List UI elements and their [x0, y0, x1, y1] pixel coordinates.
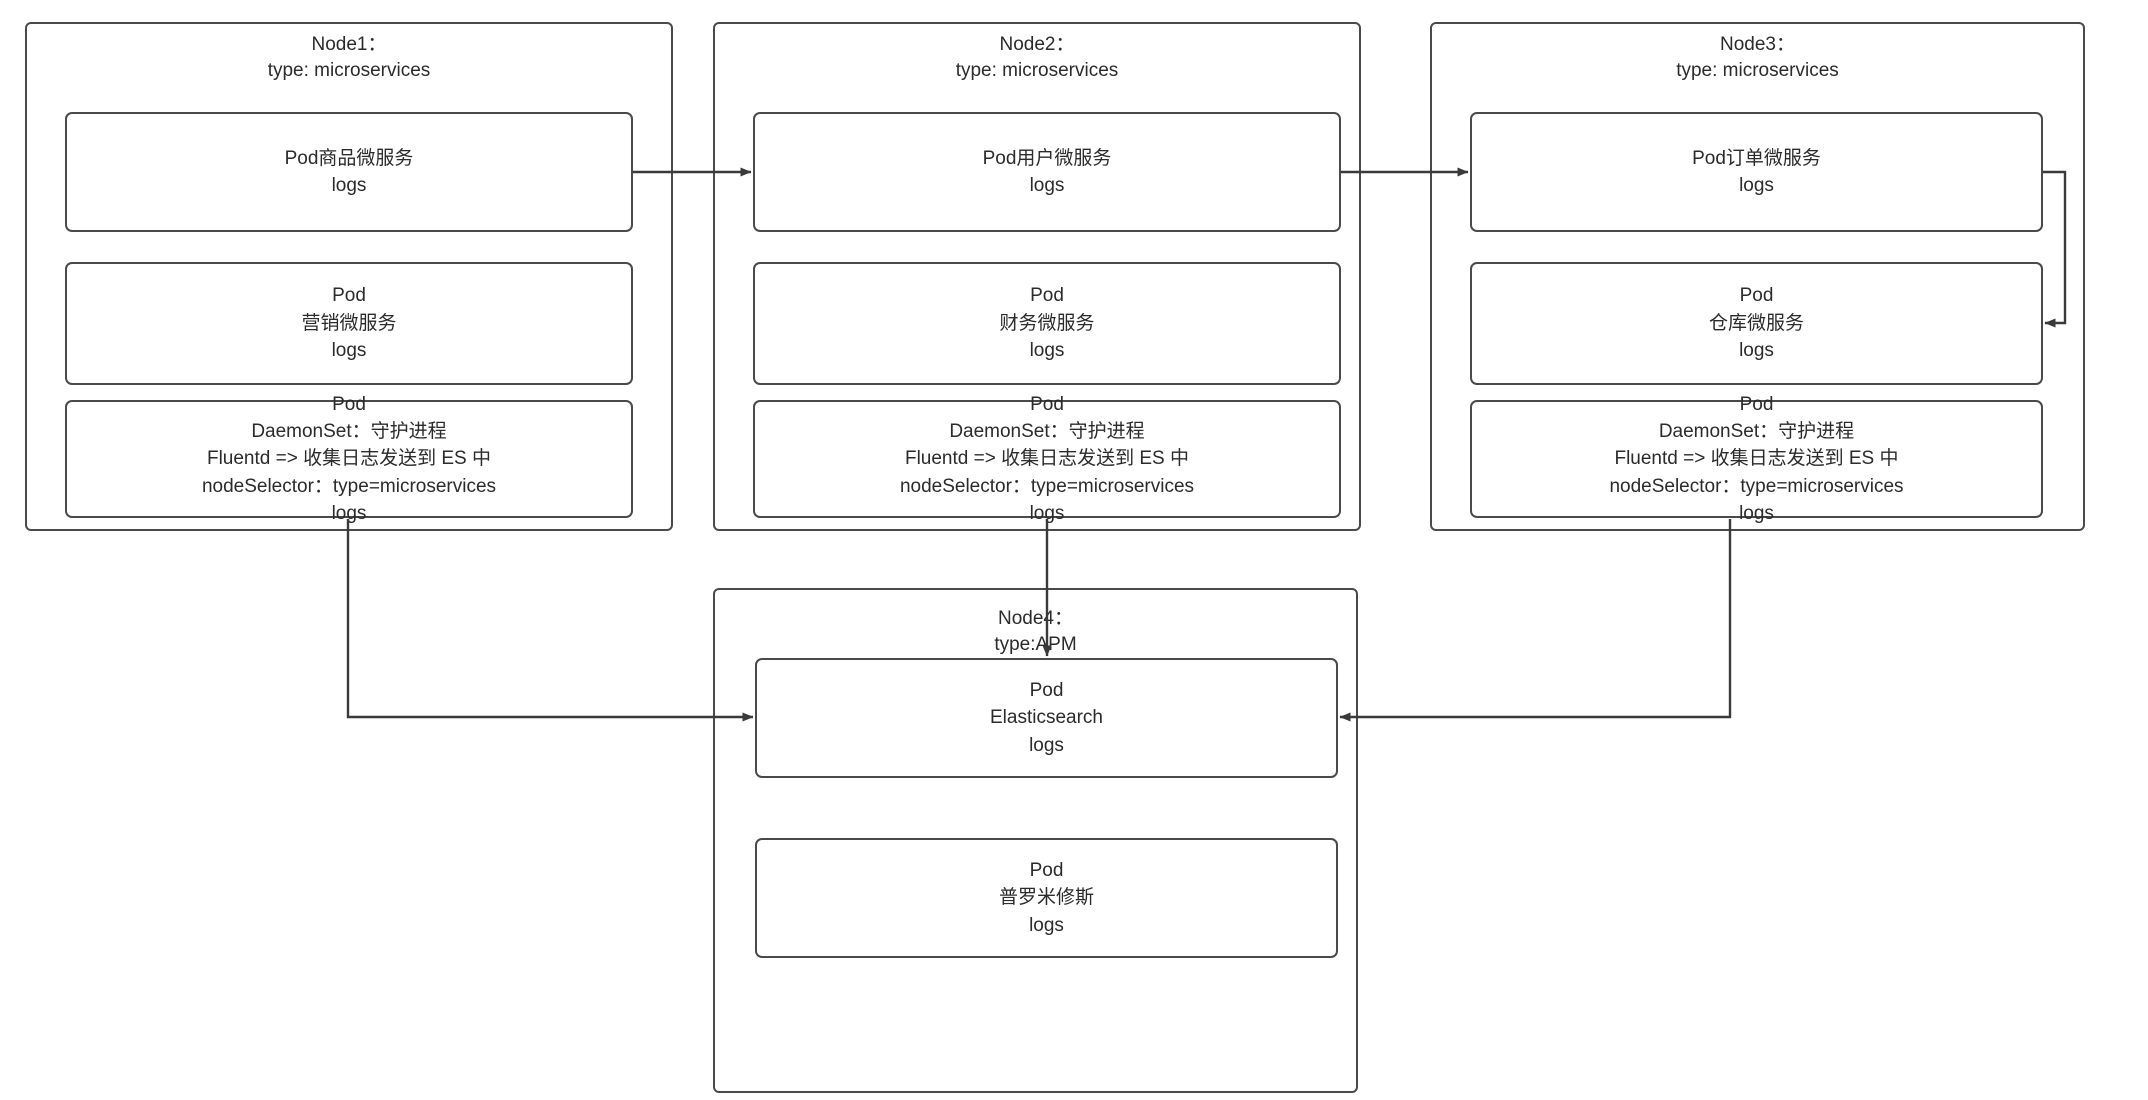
- pod-node2-user[interactable]: Pod用户微服务 logs: [753, 112, 1341, 232]
- pod-label-node2-finance: Pod 财务微服务 logs: [999, 285, 1095, 362]
- pod-node3-order[interactable]: Pod订单微服务 logs: [1470, 112, 2043, 232]
- node-title-node4: Node4： type:APM: [994, 608, 1077, 656]
- pod-label-node1-product: Pod商品微服务 logs: [284, 147, 414, 196]
- pod-node1-marketing[interactable]: Pod 营销微服务 logs: [65, 262, 633, 385]
- pod-label-node2-user: Pod用户微服务 logs: [982, 147, 1112, 196]
- node-title-node3: Node3： type: microservices: [1676, 34, 1839, 82]
- pod-node1-fluentd[interactable]: Pod DaemonSet：守护进程 Fluentd => 收集日志发送到 ES…: [65, 394, 633, 524]
- pod-label-node3-fluentd: Pod DaemonSet：守护进程 Fluentd => 收集日志发送到 ES…: [1609, 393, 1904, 525]
- pod-node2-fluentd[interactable]: Pod DaemonSet：守护进程 Fluentd => 收集日志发送到 ES…: [753, 394, 1341, 524]
- node-title-node1: Node1： type: microservices: [267, 34, 431, 82]
- pod-label-node3-order: Pod订单微服务 logs: [1692, 147, 1821, 196]
- edge-node1-fluentd-to-es: [346, 519, 754, 722]
- pod-label-node1-fluentd: Pod DaemonSet：守护进程 Fluentd => 收集日志发送到 ES…: [201, 393, 497, 525]
- node-title-node2: Node2： type: microservices: [955, 34, 1119, 82]
- pod-label-node2-fluentd: Pod DaemonSet：守护进程 Fluentd => 收集日志发送到 ES…: [899, 393, 1195, 525]
- edge-node3-fluentd-to-es: [1339, 519, 1732, 722]
- pod-label-node4-prometheus: Pod 普罗米修斯 logs: [998, 859, 1094, 936]
- pod-label-node1-marketing: Pod 营销微服务 logs: [301, 285, 397, 362]
- pod-node3-fluentd[interactable]: Pod DaemonSet：守护进程 Fluentd => 收集日志发送到 ES…: [1470, 394, 2043, 524]
- pod-node1-product[interactable]: Pod商品微服务 logs: [65, 112, 633, 232]
- pod-node4-prometheus[interactable]: Pod 普罗米修斯 logs: [755, 838, 1338, 958]
- pod-label-node4-elasticsearch: Pod Elasticsearch logs: [990, 679, 1103, 756]
- pod-node4-elasticsearch[interactable]: Pod Elasticsearch logs: [755, 658, 1338, 778]
- pod-node3-warehouse[interactable]: Pod 仓库微服务 logs: [1470, 262, 2043, 385]
- pod-node2-finance[interactable]: Pod 财务微服务 logs: [753, 262, 1341, 385]
- pod-label-node3-warehouse: Pod 仓库微服务 logs: [1708, 285, 1804, 362]
